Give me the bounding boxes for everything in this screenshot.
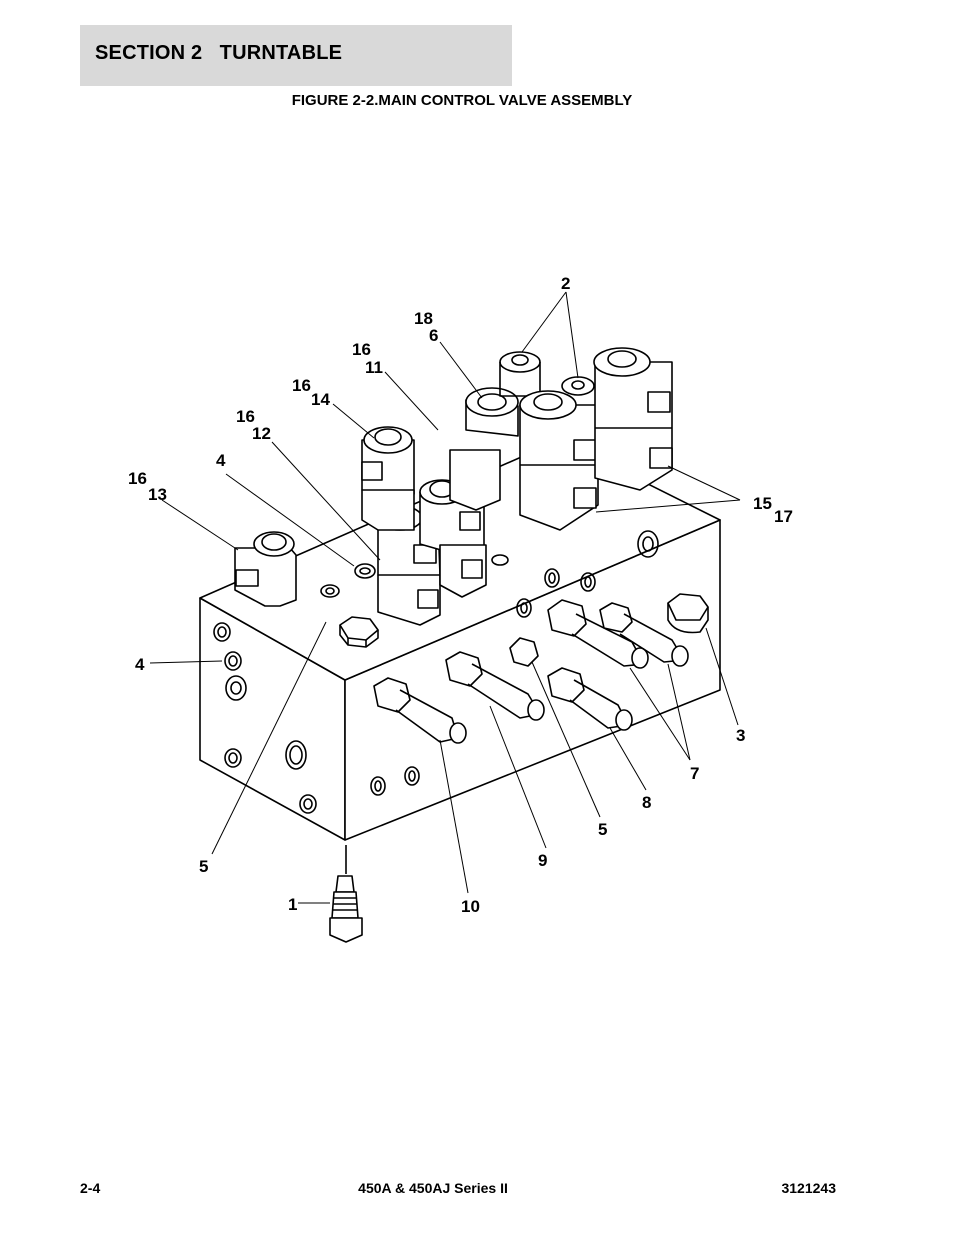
hex-plug-3	[667, 593, 709, 634]
cartridge-7-left	[547, 599, 649, 669]
section-title: SECTION 2 TURNTABLE	[95, 42, 343, 64]
cartridge-6	[449, 387, 519, 511]
callout-label: 10	[461, 897, 480, 916]
cartridge-1	[329, 845, 363, 943]
cap-2-right	[561, 376, 595, 396]
callout-label: 1	[288, 895, 297, 914]
front-face-ports	[370, 530, 659, 796]
footer-model-text: 450A & 450AJ Series II	[358, 1180, 508, 1196]
cap-2-left	[499, 351, 541, 397]
left-face-ports	[213, 622, 317, 814]
solenoid-15	[519, 390, 599, 531]
callout-label: 16	[128, 469, 147, 488]
solenoid-11	[419, 479, 487, 598]
callout-label: 5	[199, 857, 208, 876]
figure-title-text: FIGURE 2-2.MAIN CONTROL VALVE ASSEMBLY	[291, 92, 633, 109]
callout-label: 7	[690, 764, 699, 783]
callout-label: 17	[774, 507, 793, 526]
callout-labels: 2 18 6 16 11 16 14 16 12 4 16 13 15 17 4…	[128, 274, 793, 916]
callout-label: 3	[736, 726, 745, 745]
callout-label: 14	[311, 390, 330, 409]
section-header-bar	[80, 25, 512, 86]
solenoid-14	[361, 426, 415, 531]
top-face-ports	[320, 554, 509, 598]
leader-lines	[149, 291, 741, 904]
callout-label: 13	[148, 485, 167, 504]
callout-label: 12	[252, 424, 271, 443]
callout-label: 9	[538, 851, 547, 870]
figure-title: FIGURE 2-2.MAIN CONTROL VALVE ASSEMBLY	[0, 92, 954, 109]
callout-label: 4	[216, 451, 226, 470]
callout-label: 2	[561, 274, 570, 293]
hex-plug-top	[339, 616, 379, 648]
callout-label: 18	[414, 309, 433, 328]
solenoid-17	[593, 347, 673, 491]
cartridge-10	[373, 677, 467, 744]
callout-label: 5	[598, 820, 607, 839]
hex-plug-5	[509, 637, 539, 667]
callout-label: 11	[365, 358, 383, 377]
callout-label: 4	[135, 655, 145, 674]
footer-model: 450A & 450AJ Series II	[0, 1180, 954, 1196]
callout-label: 8	[642, 793, 651, 812]
cartridge-9	[445, 651, 545, 721]
cartridge-7-right	[599, 602, 689, 667]
footer-page-number: 2-4	[80, 1180, 101, 1196]
cartridge-8	[547, 667, 633, 731]
callout-label: 15	[753, 494, 772, 513]
callout-label: 6	[429, 326, 438, 345]
footer-doc-number: 3121243	[781, 1180, 836, 1196]
solenoid-13	[234, 531, 297, 607]
callout-label: 16	[292, 376, 311, 395]
callout-label: 16	[236, 407, 255, 426]
callout-label: 16	[352, 340, 371, 359]
